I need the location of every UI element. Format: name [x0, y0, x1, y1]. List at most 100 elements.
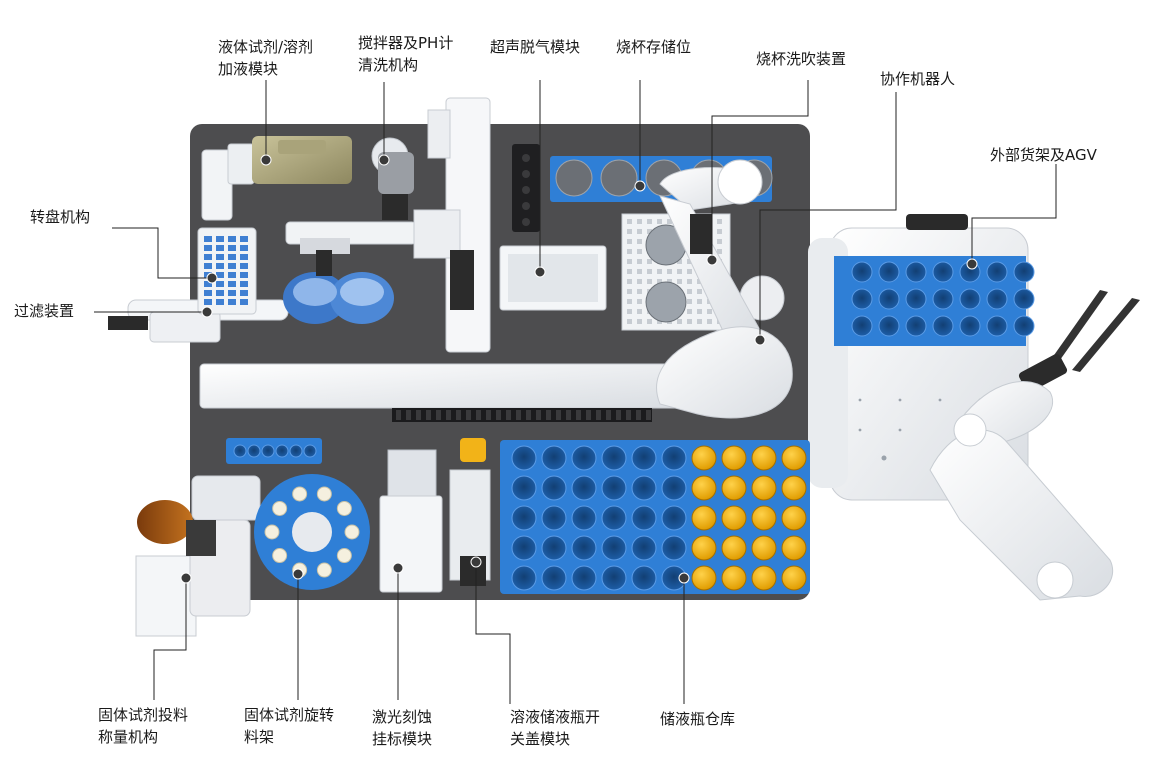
wash-grid-cell	[637, 249, 642, 254]
agv-rack-slot	[1013, 288, 1035, 310]
rotating-rack-vial	[336, 548, 352, 564]
rail-tooth	[636, 410, 641, 420]
wash-grid-cell	[637, 219, 642, 224]
wash-grid-cell	[637, 229, 642, 234]
label-laser: 激光刻蚀 挂标模块	[372, 708, 433, 748]
rail-tooth	[436, 410, 441, 420]
bottle-cap	[781, 445, 807, 471]
agv-rack-slot	[905, 315, 927, 337]
turntable-vial	[240, 245, 248, 251]
agv-rack-slot	[878, 288, 900, 310]
rail-tooth	[396, 410, 401, 420]
warehouse-slot	[631, 505, 657, 531]
turntable-vial	[204, 290, 212, 296]
wash-grid-cell	[677, 269, 682, 274]
rotating-rack-vial	[336, 500, 352, 516]
wash-grid-cell	[677, 279, 682, 284]
agv-rack-slot	[986, 261, 1008, 283]
wash-grid-cell	[627, 319, 632, 324]
warehouse-slot	[661, 445, 687, 471]
warehouse-slot	[661, 535, 687, 561]
agv-rack-slot	[986, 315, 1008, 337]
gantry-tower	[413, 97, 491, 353]
rotating-rack-vial	[292, 486, 308, 502]
leader-lines	[94, 80, 1057, 704]
wash-grid-cell	[687, 289, 692, 294]
turntable-vial	[228, 236, 236, 242]
warehouse-slot	[541, 505, 567, 531]
label-stirrer-ph: 搅拌器及PH计 清洗机构	[358, 34, 454, 74]
wash-grid-cell	[687, 299, 692, 304]
bottle-cap	[721, 565, 747, 591]
label-ultrasonic: 超声脱气模块	[490, 38, 581, 56]
wash-grid-cell	[687, 279, 692, 284]
turntable-vial	[216, 290, 224, 296]
rail-tooth	[446, 410, 451, 420]
agv-rack-slot	[1013, 261, 1035, 283]
agv-rack-slot	[851, 261, 873, 283]
wash-grid-cell	[717, 249, 722, 254]
rail-tooth	[466, 410, 471, 420]
bottle-cap	[781, 535, 807, 561]
wash-grid-cell	[647, 259, 652, 264]
turntable-vial	[228, 272, 236, 278]
wash-grid-cell	[707, 319, 712, 324]
small-rack-slot	[303, 444, 317, 458]
bottle-cap	[781, 565, 807, 591]
rotating-rack-vial	[272, 548, 288, 564]
turntable-vial	[204, 236, 212, 242]
label-beaker-storage: 烧杯存储位	[616, 38, 692, 56]
label-turntable: 转盘机构	[30, 208, 91, 226]
rail-tooth	[576, 410, 581, 420]
warehouse-slot	[511, 535, 537, 561]
warehouse-slot	[541, 535, 567, 561]
wash-grid-cell	[627, 249, 632, 254]
warehouse-slot	[541, 445, 567, 471]
wash-grid-cell	[637, 259, 642, 264]
warehouse-slot	[511, 505, 537, 531]
warehouse-slot	[511, 565, 537, 591]
rail-tooth	[606, 410, 611, 420]
wash-grid-cell	[697, 309, 702, 314]
rail-tooth	[596, 410, 601, 420]
bottle-cap	[751, 445, 777, 471]
turntable-vial	[228, 254, 236, 260]
leader-dots	[180, 154, 978, 584]
wash-grid-cell	[687, 259, 692, 264]
warehouse-slot	[601, 445, 627, 471]
small-rack-slot	[261, 444, 275, 458]
agv-robot-arm	[929, 290, 1140, 601]
warehouse-slot	[511, 475, 537, 501]
agv-rack-slot	[986, 288, 1008, 310]
wash-grid-cell	[667, 269, 672, 274]
wash-grid-cell	[667, 279, 672, 284]
turntable-vial	[240, 263, 248, 269]
turntable-vial	[228, 281, 236, 287]
wash-grid-cell	[637, 299, 642, 304]
wash-grid-cell	[717, 239, 722, 244]
agv-rack-slot	[932, 315, 954, 337]
wash-grid-cell	[697, 299, 702, 304]
label-cobot: 协作机器人	[880, 70, 956, 88]
small-rack-slot	[247, 444, 261, 458]
wash-grid-cell	[657, 319, 662, 324]
turntable-vial	[240, 236, 248, 242]
wash-grid-cell	[687, 319, 692, 324]
rail-tooth	[516, 410, 521, 420]
turntable-vial	[204, 281, 212, 287]
warehouse-slot	[571, 535, 597, 561]
wash-grid-cell	[697, 319, 702, 324]
wash-grid-cell	[667, 219, 672, 224]
bottle-cap	[751, 565, 777, 591]
rotating-rack-vial	[316, 562, 332, 578]
label-cap-module: 溶液储液瓶开 关盖模块	[510, 708, 601, 748]
rail-tooth	[406, 410, 411, 420]
warehouse-slot	[631, 445, 657, 471]
ultrasonic-module	[499, 144, 607, 311]
wash-grid-cell	[637, 279, 642, 284]
solid-weighing-unit	[135, 475, 261, 637]
wash-grid-cell	[697, 289, 702, 294]
rail-tooth	[626, 410, 631, 420]
wash-grid-cell	[647, 319, 652, 324]
wash-grid-cell	[687, 309, 692, 314]
